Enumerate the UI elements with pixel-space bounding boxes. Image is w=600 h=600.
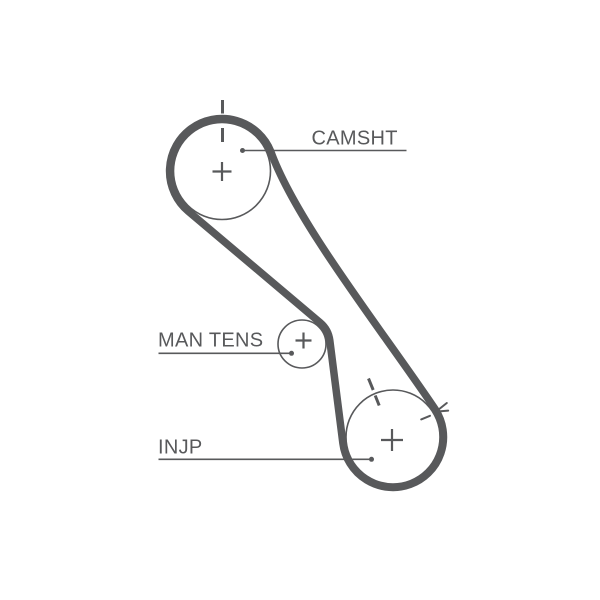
timing-marks	[221, 100, 450, 421]
timing-belt	[165, 114, 448, 492]
camshaft-center-cross-icon	[212, 162, 232, 181]
camshaft-leader-dot	[240, 148, 245, 153]
camshaft-pulley-circle	[172, 121, 272, 221]
injection-pump-arrowhead-icon	[435, 402, 450, 413]
injection-pump-label: INJP	[158, 437, 203, 459]
manual-tensioner-callout: MAN TENS	[158, 330, 294, 356]
pulleys	[172, 121, 441, 485]
center-marks	[212, 162, 403, 451]
camshaft-callout: CAMSHT	[240, 128, 407, 153]
injection-pump-arrow-tail-dash	[420, 414, 431, 421]
injection-pump-leader-dot	[369, 456, 374, 462]
manual-tensioner-label: MAN TENS	[158, 330, 263, 352]
injection-pump-timing-mark-icon	[367, 377, 381, 407]
tensioner-center-cross-icon	[295, 332, 312, 349]
tensioner-pulley-circle	[277, 319, 327, 369]
manual-tensioner-leader-dot	[289, 350, 294, 356]
injection-pump-callout: INJP	[158, 437, 374, 462]
camshaft-label: CAMSHT	[312, 128, 398, 150]
injection-pump-center-cross-icon	[381, 429, 403, 451]
